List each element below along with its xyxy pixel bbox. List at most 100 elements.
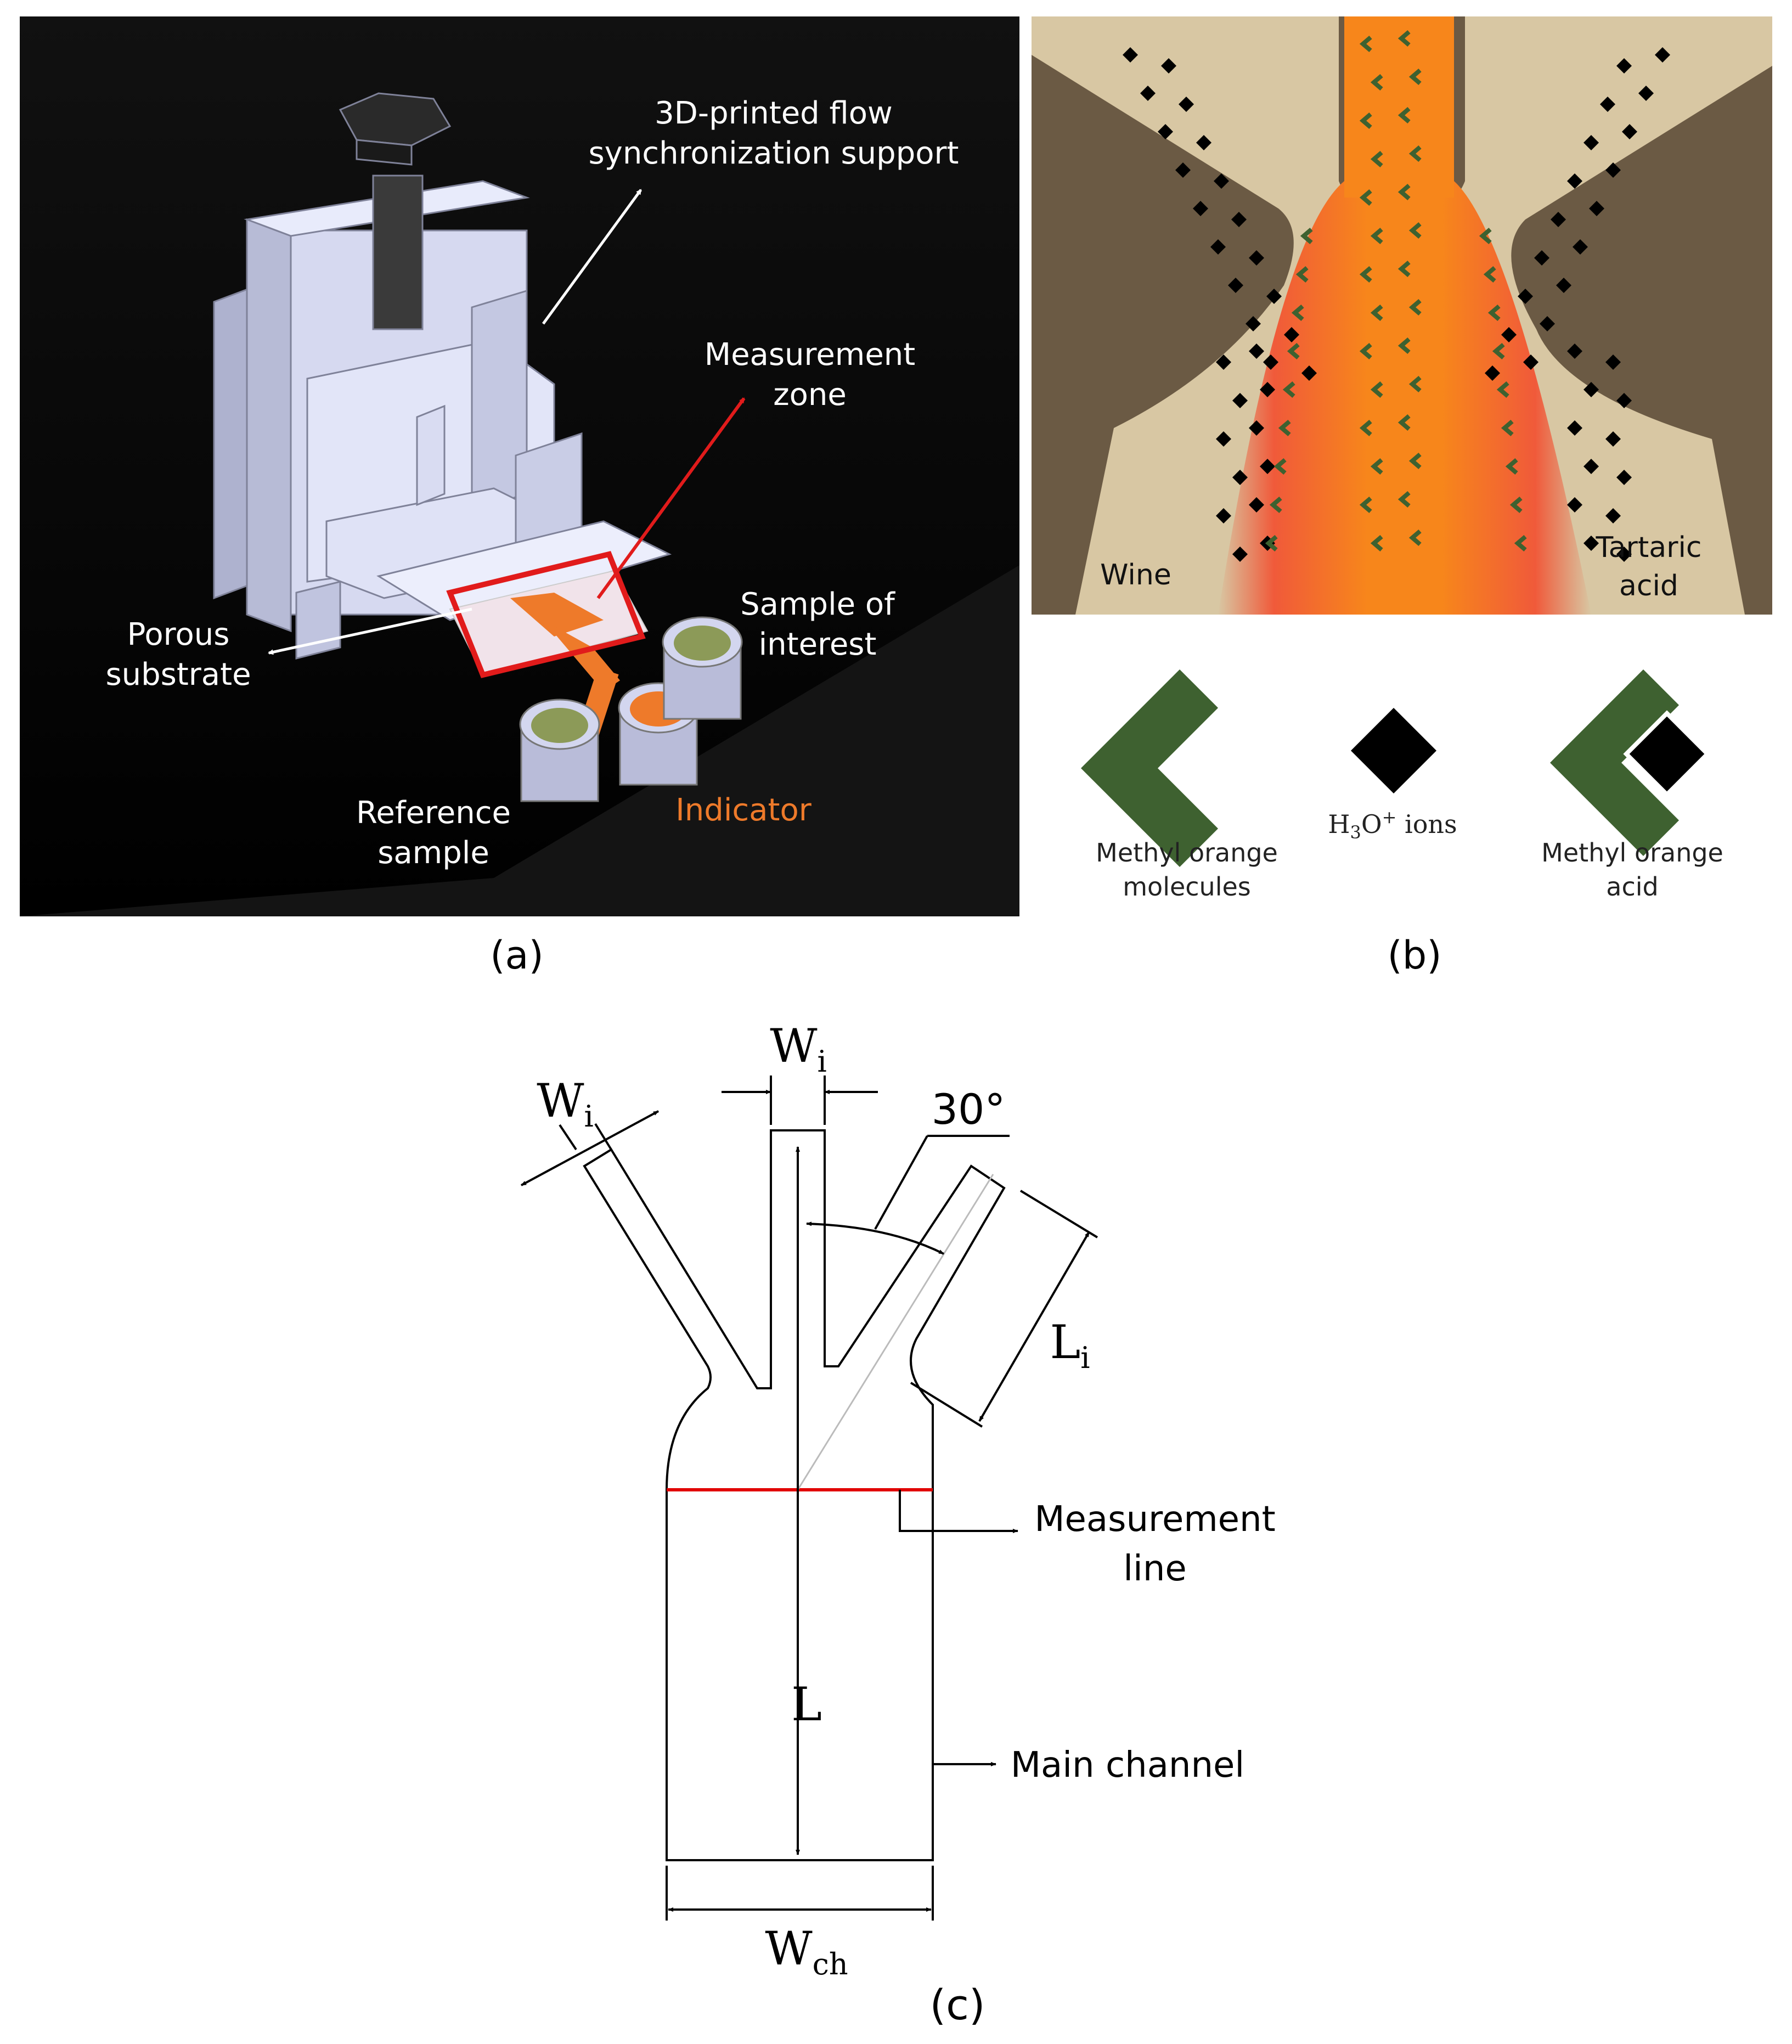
h3o-ion-marker	[1158, 124, 1173, 139]
porous-substrate-label-line1: Porous	[127, 617, 230, 652]
h3o-ion-marker	[1260, 382, 1275, 397]
methyl-orange-marker	[1397, 106, 1411, 124]
methyl-orange-marker	[1397, 337, 1411, 354]
methyl-orange-marker	[1408, 452, 1422, 470]
li-ext-b	[910, 1382, 983, 1428]
h3o-ion-marker	[1605, 431, 1621, 447]
wi-left-label: Wi	[537, 1074, 594, 1134]
h3o-ion-marker	[1140, 86, 1156, 101]
h3o-ion-marker	[1216, 354, 1231, 370]
methyl-orange-marker	[1370, 304, 1383, 322]
h3o-ion-marker	[1616, 393, 1632, 408]
indicator-well	[618, 682, 699, 786]
porous-substrate-label-line2: substrate	[105, 657, 251, 692]
methyl-orange-marker	[1408, 68, 1422, 86]
methyl-orange-marker	[1370, 227, 1383, 245]
h3o-ion-marker	[1551, 212, 1566, 227]
h3o-ion-marker	[1232, 547, 1248, 562]
particles-layer	[1123, 30, 1670, 562]
methyl-orange-marker	[1359, 342, 1372, 360]
channel-outline	[583, 1129, 1006, 1861]
measurement-zone-label-line2: zone	[773, 377, 847, 413]
methyl-orange-marker	[1397, 183, 1411, 201]
floor-shadow	[20, 565, 1019, 916]
h3o-ion-marker	[1249, 420, 1264, 436]
h3o-ion-marker	[1246, 316, 1261, 331]
h3o-ion-marker	[1175, 162, 1191, 178]
methyl-orange-marker	[1370, 534, 1383, 552]
porous-substrate-arrow	[268, 607, 472, 655]
legend-acid-diamond	[1623, 710, 1711, 798]
methyl-orange-marker	[1397, 30, 1411, 47]
measurement-line-label-line2: line	[1123, 1549, 1187, 1589]
measurement-zone-arrow	[596, 397, 746, 599]
methyl-orange-marker	[1397, 260, 1411, 278]
h3o-ion-marker	[1605, 354, 1621, 370]
panel-c	[521, 1076, 1098, 1921]
h3o-ion-marker	[1518, 289, 1533, 304]
h3o-ion-marker	[1540, 316, 1555, 331]
legend-h3o-diamond	[1351, 708, 1436, 793]
methyl-orange-marker	[1359, 266, 1372, 283]
methyl-orange-marker	[1359, 496, 1372, 514]
methyl-orange-marker	[1397, 414, 1411, 431]
methyl-orange-marker	[1514, 534, 1527, 552]
h3o-ion-marker	[1266, 289, 1282, 304]
diagonal-guide	[797, 1174, 994, 1490]
h3o-ion-marker	[1263, 354, 1278, 370]
wi-left-ext-b	[594, 1123, 612, 1151]
legend-h3o-sub: 3	[1350, 822, 1361, 843]
methyl-orange-marker	[1501, 419, 1514, 437]
h3o-ion-marker	[1616, 547, 1632, 562]
tartaric-label-line2: acid	[1619, 570, 1678, 602]
methyl-orange-marker	[1408, 145, 1422, 162]
panel-a-caption: (a)	[490, 933, 544, 978]
h3o-ion-marker	[1638, 86, 1654, 101]
methyl-orange-marker	[1408, 529, 1422, 547]
h3o-ion-marker	[1123, 47, 1138, 63]
indicator-label: Indicator	[675, 792, 812, 828]
methyl-orange-marker	[1359, 35, 1372, 53]
sample-of-interest-well	[662, 616, 743, 720]
methyl-orange-marker	[1483, 266, 1496, 283]
h3o-ion-marker	[1210, 239, 1226, 255]
methyl-orange-marker	[1265, 534, 1278, 552]
h3o-ion-marker	[1584, 459, 1599, 474]
legend-h3o-suffix: ions	[1396, 809, 1457, 839]
legend-acid-label-line2: acid	[1606, 872, 1658, 902]
measurement-line-callout	[899, 1490, 1018, 1533]
wi-top-label: Wi	[770, 1019, 827, 1079]
h3o-ion-marker	[1260, 459, 1275, 474]
h3o-ion-marker	[1567, 420, 1582, 436]
flow-support-device	[213, 92, 672, 660]
h3o-ion-marker	[1584, 536, 1599, 551]
support-label-line2: synchronization support	[589, 136, 959, 171]
methyl-orange-marker	[1492, 342, 1505, 360]
legend-methyl-orange-label-line1: Methyl orange	[1096, 838, 1278, 868]
methyl-orange-marker	[1509, 496, 1523, 514]
h3o-ion-marker	[1584, 135, 1599, 150]
support-label-line1: 3D-printed flow	[655, 95, 893, 131]
h3o-ion-marker	[1179, 97, 1194, 112]
panel-c-labels: Wi Wi 30° Li L Wch Measurement line Main…	[537, 1019, 1276, 2029]
h3o-ion-marker	[1567, 497, 1582, 513]
h3o-ion-marker	[1214, 173, 1229, 189]
methyl-orange-marker	[1359, 189, 1372, 206]
wch-label: Wch	[765, 1922, 848, 1981]
h3o-ion-marker	[1485, 365, 1500, 381]
legend-h3o-label: H3O+ ions	[1328, 807, 1457, 843]
methyl-orange-marker	[1496, 381, 1509, 398]
angle-leader	[874, 1135, 928, 1230]
h3o-ion-marker	[1216, 508, 1231, 523]
methyl-orange-marker	[1370, 458, 1383, 475]
panel-c-caption: (c)	[929, 1980, 985, 2029]
sample-of-interest-label-line1: Sample of	[740, 587, 895, 622]
legend-h3o-sup: +	[1382, 807, 1397, 827]
tartaric-label-line1: Tartaric	[1595, 531, 1701, 564]
angle-label: 30°	[932, 1085, 1006, 1134]
h3o-ion-marker	[1232, 393, 1248, 408]
methyl-orange-marker	[1370, 150, 1383, 168]
h3o-ion-marker	[1534, 250, 1549, 266]
methyl-orange-marker	[1295, 266, 1309, 283]
